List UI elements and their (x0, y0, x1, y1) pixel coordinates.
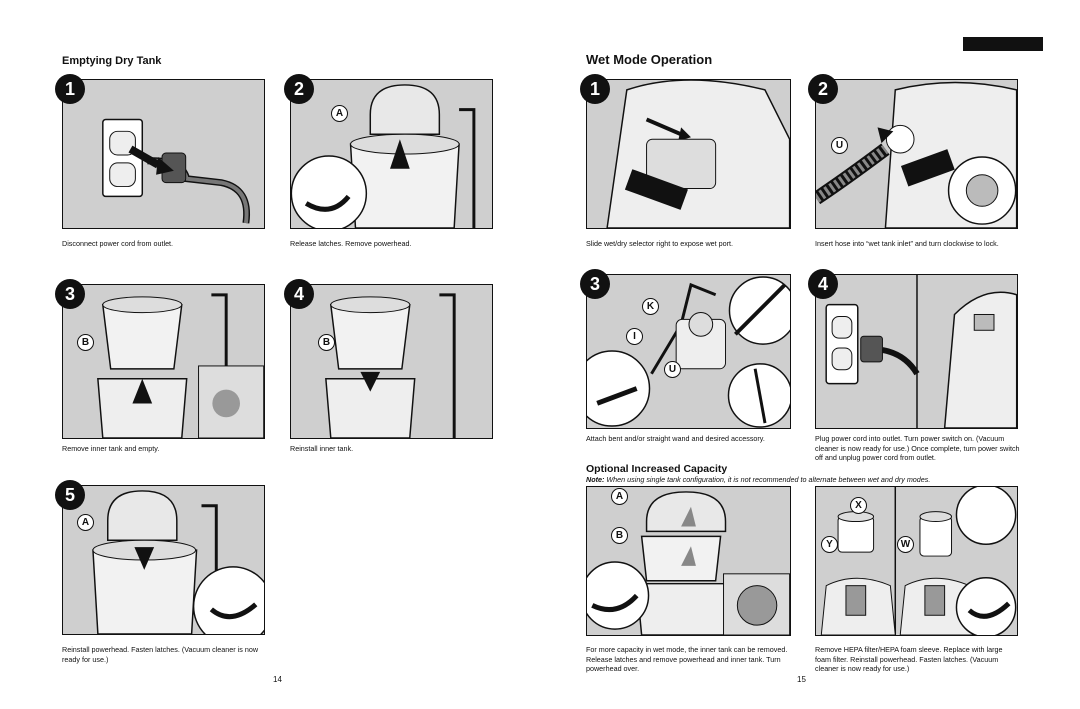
replace-filter-drawing (820, 487, 1017, 635)
part-label-a: A (611, 488, 628, 505)
note-label: Note: (586, 475, 605, 484)
page-number-right: 15 (797, 675, 806, 684)
part-label-x: X (850, 497, 867, 514)
step-4-illustration (290, 284, 493, 439)
part-label-b: B (77, 334, 94, 351)
note-text: When using single tank configuration, it… (604, 475, 931, 484)
step-3-badge: 3 (55, 279, 85, 309)
section-title-emptying-dry-tank: Emptying Dry Tank (62, 55, 162, 67)
step-1-caption: Disconnect power cord from outlet. (62, 239, 174, 248)
optional-left-illustration (586, 486, 791, 636)
optional-capacity-note: Note: When using single tank configurati… (586, 475, 930, 484)
step-4-caption: Reinstall inner tank. (290, 444, 354, 453)
part-label-y: Y (821, 536, 838, 553)
part-label-i: I (626, 328, 643, 345)
part-label-a: A (331, 105, 348, 122)
step-5-illustration (62, 485, 265, 635)
step-2-illustration (290, 79, 493, 229)
part-label-k: K (642, 298, 659, 315)
remove-inner-tank-wet-drawing (587, 491, 790, 635)
step-3-caption: Remove inner tank and empty. (62, 444, 160, 453)
part-label-b: B (318, 334, 335, 351)
wet-step-3-badge: 3 (580, 269, 610, 299)
step-2-caption: Release latches. Remove powerhead. (290, 239, 412, 248)
part-label-a: A (77, 514, 94, 531)
optional-left-caption: For more capacity in wet mode, the inner… (586, 645, 788, 674)
wet-dry-selector-drawing (606, 80, 790, 228)
step-4-badge: 4 (284, 279, 314, 309)
part-label-w: W (897, 536, 914, 553)
wet-step-2-illustration (815, 79, 1018, 229)
wet-step-2-badge: 2 (808, 74, 838, 104)
step-3-illustration (62, 284, 265, 439)
step-2-badge: 2 (284, 74, 314, 104)
step-1-illustration (62, 79, 265, 229)
attach-wand-drawing (587, 276, 790, 428)
reinstall-powerhead-drawing (92, 490, 264, 634)
part-label-u: U (831, 137, 848, 154)
wet-step-2-caption: Insert hose into “wet tank inlet” and tu… (815, 239, 999, 248)
section-title-wet-mode-operation: Wet Mode Operation (586, 52, 713, 67)
plug-and-switch-drawing (825, 275, 1017, 428)
wet-step-4-badge: 4 (808, 269, 838, 299)
remove-inner-tank-drawing (97, 293, 264, 438)
optional-right-caption: Remove HEPA filter/HEPA foam sleeve. Rep… (815, 645, 1003, 674)
wet-step-1-badge: 1 (580, 74, 610, 104)
insert-hose-drawing (816, 81, 1017, 228)
wet-step-1-illustration (586, 79, 791, 229)
step-5-badge: 5 (55, 480, 85, 510)
wet-step-4-illustration (815, 274, 1018, 429)
optional-capacity-title: Optional Increased Capacity (586, 463, 728, 475)
wet-step-4-caption: Plug power cord into outlet. Turn power … (815, 434, 1020, 463)
optional-right-illustration (815, 486, 1018, 636)
step-1-badge: 1 (55, 74, 85, 104)
page-number-left: 14 (273, 675, 282, 684)
step-5-caption: Reinstall powerhead. Fasten latches. (Va… (62, 645, 259, 664)
part-label-b: B (611, 527, 628, 544)
wet-step-3-illustration (586, 274, 791, 429)
wet-step-1-caption: Slide wet/dry selector right to expose w… (586, 239, 734, 248)
remove-powerhead-drawing (291, 84, 476, 228)
wet-step-3-caption: Attach bent and/or straight wand and des… (586, 434, 765, 443)
reinstall-inner-tank-drawing (325, 293, 456, 438)
part-label-u: U (664, 361, 681, 378)
header-black-bar (963, 37, 1043, 51)
outlet-plug-drawing (102, 118, 251, 224)
